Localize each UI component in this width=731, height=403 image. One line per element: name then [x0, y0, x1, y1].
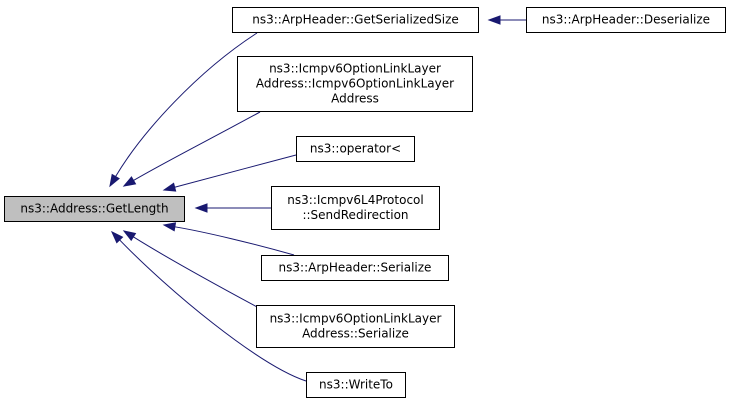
node-label: Address: [331, 92, 379, 106]
edge-line: [119, 239, 307, 382]
edge-line: [174, 226, 295, 256]
node-box: [526, 7, 726, 33]
node-label: ns3::ArpHeader::Serialize: [279, 261, 432, 275]
node-label: ns3::ArpHeader::Deserialize: [542, 13, 710, 27]
node-label: ns3::Address::GetLength: [20, 202, 168, 216]
node-label: Address::Serialize: [302, 327, 409, 341]
node-label: ns3::ArpHeader::GetSerializedSize: [252, 13, 459, 27]
node-label: ns3::Icmpv6OptionLinkLayer: [270, 312, 442, 326]
edge-arrowhead: [110, 230, 124, 244]
edge-arp-deserialize-to-arp-getserializedsize: [487, 15, 527, 25]
edge-line: [174, 154, 297, 188]
node-label: ::SendRedirection: [302, 208, 408, 222]
node-label: ns3::WriteTo: [319, 378, 393, 392]
node-label: ns3::Icmpv6OptionLinkLayer: [269, 62, 441, 76]
edge-arp-serialize-to-root: [162, 222, 295, 256]
node-box: [271, 186, 440, 230]
node-arp-getserializedsize[interactable]: ns3::ArpHeader::GetSerializedSize: [232, 7, 479, 33]
node-icmpv6-l4-sendredirection[interactable]: ns3::Icmpv6L4Protocol::SendRedirection: [271, 186, 440, 230]
node-box: [4, 196, 185, 222]
node-box: [256, 305, 455, 348]
edge-line: [115, 32, 258, 177]
node-icmpv6-lla-serialize[interactable]: ns3::Icmpv6OptionLinkLayerAddress::Seria…: [256, 305, 455, 348]
node-box: [237, 56, 473, 112]
node-label: ns3::Icmpv6L4Protocol: [287, 193, 423, 207]
edge-arrowhead: [122, 230, 137, 242]
edge-writeto-to-root: [110, 230, 307, 382]
edge-arrowhead: [194, 203, 208, 213]
node-icmpv6-lla-ctor[interactable]: ns3::Icmpv6OptionLinkLayerAddress::Icmpv…: [237, 56, 473, 112]
node-label: Address::Icmpv6OptionLinkLayer: [256, 77, 454, 91]
node-box: [306, 372, 406, 398]
node-operator-less[interactable]: ns3::operator<: [296, 136, 415, 162]
node-arp-serialize[interactable]: ns3::ArpHeader::Serialize: [261, 255, 449, 281]
edge-arrowhead: [162, 182, 177, 192]
node-box: [232, 7, 479, 33]
edge-arp-getserializedsize-to-root: [109, 32, 258, 188]
edge-line: [133, 236, 260, 309]
edge-icmpv6-lla-serialize-to-root: [122, 230, 260, 309]
edge-icmpv6-l4-sendredirection-to-root: [194, 203, 272, 213]
node-arp-deserialize[interactable]: ns3::ArpHeader::Deserialize: [526, 7, 726, 33]
node-box: [261, 255, 449, 281]
nodes-layer: ns3::Address::GetLength ns3::ArpHeader::G…: [4, 7, 726, 398]
node-writeto[interactable]: ns3::WriteTo: [306, 372, 406, 398]
edge-arrowhead: [122, 176, 137, 187]
edge-arrowhead: [487, 15, 501, 25]
node-label: ns3::operator<: [310, 142, 401, 156]
edge-operator-less-to-root: [162, 154, 297, 192]
edge-arrowhead: [109, 173, 120, 188]
node-root[interactable]: ns3::Address::GetLength: [4, 196, 185, 222]
edge-icmpv6-lla-ctor-to-root: [122, 111, 261, 187]
node-box: [296, 136, 415, 162]
edge-line: [133, 111, 261, 181]
edge-arrowhead: [162, 222, 177, 232]
edges-layer: [109, 15, 527, 382]
